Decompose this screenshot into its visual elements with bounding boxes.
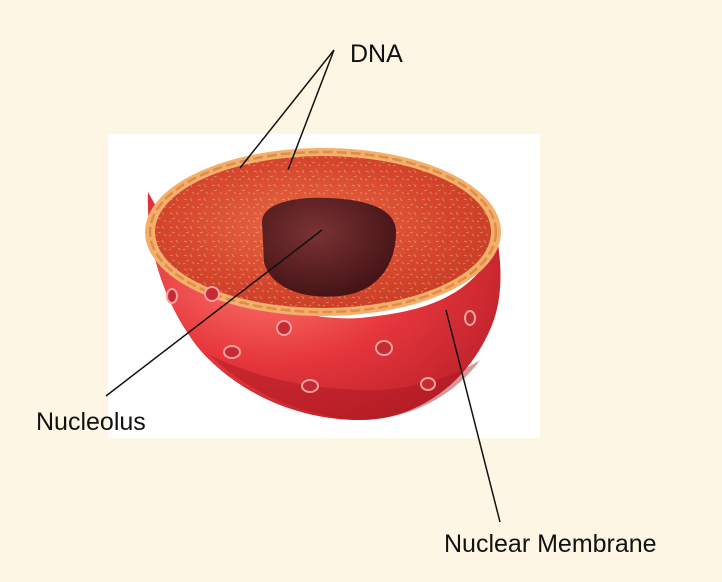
nuclear-pore: [375, 340, 393, 356]
rim-dashes: [148, 150, 498, 314]
nucleolus-leader-line: [105, 229, 323, 397]
dna-label: DNA: [350, 40, 403, 68]
nuclear-pore: [464, 310, 476, 326]
leader-lines: [105, 49, 501, 523]
nuclear-pore: [420, 377, 436, 391]
nuclear-membrane-label: Nuclear Membrane: [444, 530, 657, 558]
shell-shadow: [210, 355, 480, 420]
nuclear-pore: [223, 345, 241, 359]
nuclear-envelope-shell: [147, 192, 501, 420]
nuclear-pore: [166, 288, 178, 304]
nuclear-pore: [301, 379, 319, 393]
nuclear-pore: [204, 286, 220, 302]
nucleolus-body: [262, 197, 396, 297]
dna-leader-line-left: [239, 49, 335, 169]
nuclear-pores: [166, 286, 476, 393]
membrane-leader-line: [445, 309, 501, 523]
nuclear-pore: [276, 320, 292, 336]
dna-leader-line-right: [287, 49, 335, 171]
nucleolus-label: Nucleolus: [36, 408, 146, 436]
